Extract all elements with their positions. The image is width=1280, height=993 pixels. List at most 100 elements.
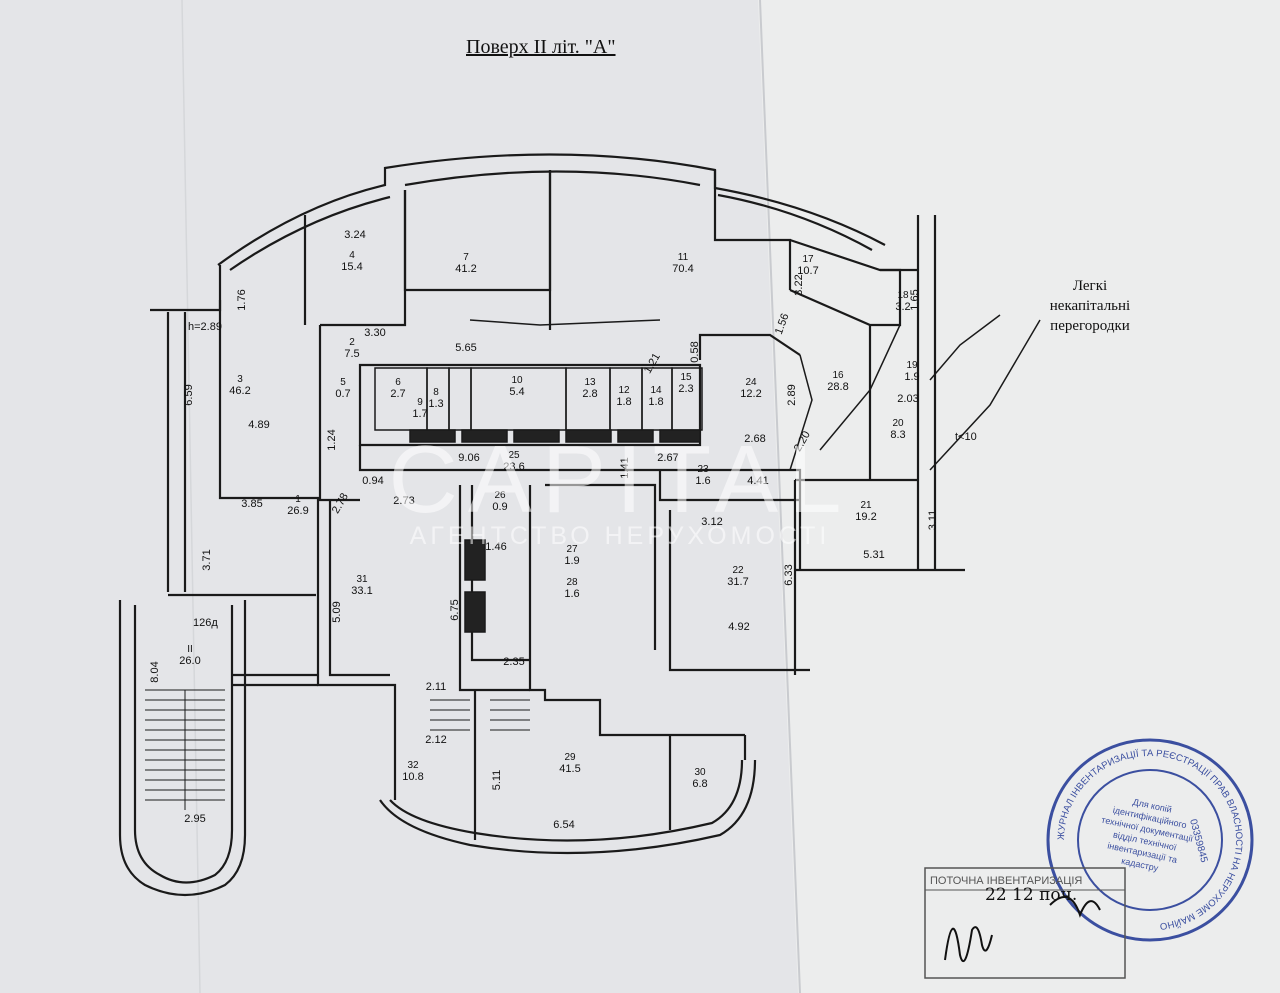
room-number: 32 <box>407 760 419 771</box>
dimension-label: 3.30 <box>364 327 385 339</box>
note-line-3: перегородки <box>1050 318 1130 334</box>
inventory-box-title: ПОТОЧНА ІНВЕНТАРИЗАЦІЯ <box>930 875 1082 887</box>
room-area: 2.8 <box>582 388 597 400</box>
room-number: 10 <box>511 375 523 386</box>
room-area: 10.7 <box>797 265 818 277</box>
dimension-label: 2.11 <box>426 681 447 693</box>
room-area: 2.3 <box>678 383 693 395</box>
room-number: 20 <box>892 418 904 429</box>
room-number: 16 <box>832 370 844 381</box>
dimension-label: 4.89 <box>248 419 269 431</box>
room-number: 22 <box>732 565 744 576</box>
dimension-label: 5.11 <box>491 770 503 791</box>
dimension-label: 2.67 <box>657 452 678 464</box>
dimension-label: 5.65 <box>455 342 476 354</box>
dimension-label: 2.95 <box>184 813 205 825</box>
room-number: 24 <box>745 377 757 388</box>
room-area: 33.1 <box>351 585 372 597</box>
room-number: 7 <box>463 252 469 263</box>
room-number: 8 <box>433 387 439 398</box>
dimension-label: 3.24 <box>344 229 365 241</box>
plan-walls <box>118 153 965 897</box>
room-area: 2.7 <box>390 388 405 400</box>
room-number: 11 <box>678 252 689 263</box>
note-line-1: Легкі <box>1072 278 1108 294</box>
room-area: 1.6 <box>564 588 579 600</box>
room-number: 5 <box>340 377 346 388</box>
paper-sheet-right <box>758 0 1280 993</box>
room-area: 26.0 <box>179 655 200 667</box>
room-number: II <box>187 644 193 655</box>
room-number: 2 <box>349 337 355 348</box>
dimension-label: 2.35 <box>503 656 524 668</box>
room-area: 41.5 <box>559 763 580 775</box>
room-area: 1.7 <box>412 408 427 420</box>
dimension-label: 5.31 <box>863 549 884 561</box>
room-area: 12.2 <box>740 388 761 400</box>
dimension-label: 6.33 <box>783 564 795 585</box>
room-area: 0.7 <box>335 388 350 400</box>
thickness-label: t<10 <box>955 431 977 443</box>
room-area: 1.8 <box>648 396 663 408</box>
paper-fold-left <box>181 0 201 993</box>
dimension-label: 1.65 <box>909 289 921 310</box>
room-area: 46.2 <box>229 385 250 397</box>
dimension-label: 0.58 <box>689 341 701 362</box>
light-partitions <box>469 314 1041 471</box>
room-number: 26 <box>494 490 506 501</box>
room-number: 31 <box>356 574 368 585</box>
dimension-label: 3.71 <box>201 549 213 570</box>
room-area: 1.9 <box>564 555 579 567</box>
room-area: 1.8 <box>616 396 631 408</box>
room-area: 1.9 <box>904 371 919 383</box>
room-number: 6 <box>395 377 401 388</box>
room-area: 70.4 <box>672 263 693 275</box>
room-number: 23 <box>697 464 709 475</box>
room-area: 26.9 <box>287 505 308 517</box>
paper-sheet-left <box>0 0 800 993</box>
dimension-label: 2.73 <box>393 495 414 507</box>
room-number: 27 <box>566 544 578 555</box>
dimension-label: 1.46 <box>485 541 506 553</box>
dimension-label: 6.75 <box>449 599 461 620</box>
room-number: 17 <box>802 254 814 265</box>
signature-text: 22 12 поч. <box>985 885 1077 905</box>
room-number: 12 <box>618 385 630 396</box>
stair-code-label: 126д <box>193 617 218 629</box>
dimension-label: 2.12 <box>425 734 446 746</box>
dimension-label: 6.59 <box>183 384 195 405</box>
room-area: 31.7 <box>727 576 748 588</box>
dimension-label: 1.76 <box>236 289 248 310</box>
room-number: 25 <box>508 450 520 461</box>
room-number: 15 <box>680 372 692 383</box>
room-area: 5.4 <box>509 386 524 398</box>
dimension-label: 2.89 <box>786 384 798 405</box>
dimension-label: 5.09 <box>331 601 343 622</box>
room-area: 23.6 <box>503 461 524 473</box>
inventory-box: ПОТОЧНА ІНВЕНТАРИЗАЦІЯ <box>924 867 1126 979</box>
room-number: 28 <box>566 577 578 588</box>
room-area: 1.6 <box>695 475 710 487</box>
dimension-label: 2.68 <box>744 433 765 445</box>
room-number: 29 <box>564 752 576 763</box>
room-number: 21 <box>860 500 872 511</box>
room-area: 1.3 <box>428 398 443 410</box>
room-area: 7.5 <box>344 348 359 360</box>
dimension-label: 2.03 <box>897 393 918 405</box>
partition-note: Легкі некапітальні перегородки <box>1010 276 1170 336</box>
paper-fold <box>759 0 801 993</box>
dimension-label: 3.12 <box>701 516 722 528</box>
room-area: 10.8 <box>402 771 423 783</box>
dimension-label: 4.41 <box>747 475 768 487</box>
room-area: 8.3 <box>890 429 905 441</box>
dimension-label: 9.06 <box>458 452 479 464</box>
page-title: Поверх II літ. "А" <box>466 36 616 58</box>
note-line-2: некапітальні <box>1049 298 1131 314</box>
room-area: 3.2 <box>895 301 910 313</box>
room-number: 1 <box>295 494 301 505</box>
room-number: 13 <box>584 377 596 388</box>
dimension-label: 4.92 <box>728 621 749 633</box>
dimension-label: 6.54 <box>553 819 574 831</box>
